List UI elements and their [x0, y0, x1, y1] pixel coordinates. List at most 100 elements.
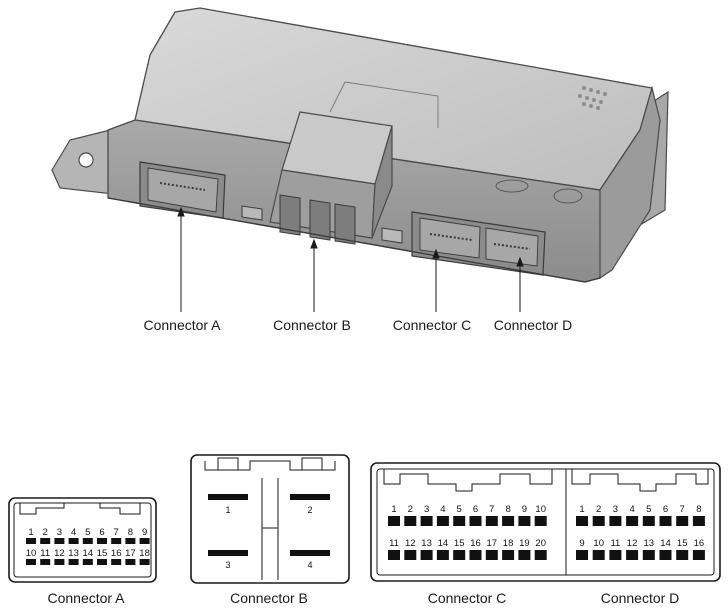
pin-terminal	[388, 516, 400, 526]
pin-terminal	[609, 550, 622, 560]
label-connector-b-bottom: Connector B	[230, 590, 308, 606]
pin-number: 19	[519, 538, 530, 549]
pin-terminal	[576, 550, 588, 560]
label-connector-d-top: Connector D	[494, 317, 573, 333]
pin-number: 10	[593, 538, 604, 549]
pin-terminal	[139, 559, 150, 565]
pin-terminal	[111, 538, 122, 544]
pin-terminal	[485, 550, 498, 560]
label-connector-b-top: Connector B	[273, 317, 351, 333]
pin-number: 13	[68, 548, 79, 559]
pin-number: 18	[503, 538, 514, 549]
pin-number: 6	[99, 527, 104, 538]
pin-number: 2	[596, 504, 601, 515]
pin-number: 8	[505, 504, 510, 515]
pin-terminal	[469, 516, 482, 526]
label-connector-d-bottom: Connector D	[601, 590, 680, 606]
pin-terminal	[659, 550, 672, 560]
pin-number: 6	[473, 504, 478, 515]
pin-number: 7	[489, 504, 494, 515]
pin-number: 12	[54, 548, 65, 559]
pin-number: 20	[535, 538, 546, 549]
pin-number: 13	[644, 538, 655, 549]
pin-terminal	[692, 516, 705, 526]
control-module-illustration	[51, 7, 669, 283]
pin-terminal	[436, 516, 449, 526]
label-connector-a-top: Connector A	[143, 317, 221, 333]
pin-number: 14	[83, 548, 94, 559]
pin-terminal	[502, 550, 515, 560]
pin-terminal	[68, 538, 79, 544]
pin-number: 2	[408, 504, 413, 515]
pin-number: 15	[677, 538, 688, 549]
pin-terminal	[97, 538, 107, 544]
pin-number: 2	[43, 527, 48, 538]
pin-terminal	[40, 559, 51, 565]
pin-terminal	[26, 538, 36, 544]
pin-number: 11	[40, 548, 50, 559]
pin-terminal	[404, 516, 417, 526]
label-connector-c-bottom: Connector C	[428, 590, 507, 606]
pin-number: 4	[629, 504, 634, 515]
pin-terminal	[534, 550, 547, 560]
pin-terminal	[54, 559, 65, 565]
pin-terminal	[642, 550, 655, 560]
pin-terminal	[68, 559, 79, 565]
pin-terminal	[642, 516, 655, 526]
pin-terminal	[125, 559, 136, 565]
pin-terminal	[626, 550, 639, 560]
pin-number: 3	[613, 504, 618, 515]
pin-number: 5	[646, 504, 651, 515]
pin-terminal	[26, 559, 36, 565]
pin-number: 18	[139, 548, 150, 559]
pin-terminal	[518, 550, 531, 560]
pin-number: 12	[405, 538, 416, 549]
pin-number: 15	[97, 548, 108, 559]
pin-terminal	[125, 538, 136, 544]
pin-terminal	[485, 516, 498, 526]
pin-terminal	[388, 550, 400, 560]
pin-number: 4	[440, 504, 445, 515]
pin-number: 16	[694, 538, 705, 549]
pin-number: 5	[457, 504, 462, 515]
leader-lines	[177, 206, 524, 312]
pin-number: 10	[26, 548, 37, 559]
pin-terminal	[420, 550, 433, 560]
pin-number: 6	[663, 504, 668, 515]
pin-number: 15	[454, 538, 465, 549]
pin-terminal	[453, 516, 466, 526]
pin-number: 11	[389, 538, 399, 549]
pin-terminal	[592, 516, 605, 526]
pin-number: 5	[85, 527, 90, 538]
pin-number: 9	[142, 527, 147, 538]
pin-number: 1	[579, 504, 584, 515]
pin-number: 3	[57, 527, 62, 538]
label-connector-a-bottom: Connector A	[47, 590, 125, 606]
pin-terminal	[469, 550, 482, 560]
pin-terminal	[208, 494, 248, 500]
pin-terminal	[139, 538, 150, 544]
pin-number: 14	[438, 538, 449, 549]
pin-terminal	[82, 559, 93, 565]
pin-number: 12	[627, 538, 638, 549]
pin-number: 2	[307, 505, 312, 515]
pin-terminal	[453, 550, 466, 560]
pin-terminal	[676, 516, 689, 526]
pin-number: 8	[128, 527, 133, 538]
pin-terminal	[534, 516, 547, 526]
pin-number: 10	[535, 504, 546, 515]
pin-number: 17	[487, 538, 498, 549]
pin-number: 9	[579, 538, 584, 549]
pin-number: 13	[421, 538, 432, 549]
pin-number: 8	[696, 504, 701, 515]
label-connector-c-top: Connector C	[393, 317, 472, 333]
pin-terminal	[290, 550, 330, 556]
pin-terminal	[404, 550, 417, 560]
pin-terminal	[626, 516, 639, 526]
pin-number: 16	[111, 548, 122, 559]
pin-number: 11	[610, 538, 620, 549]
pin-terminal	[518, 516, 531, 526]
pin-number: 14	[660, 538, 671, 549]
pin-terminal	[676, 550, 689, 560]
